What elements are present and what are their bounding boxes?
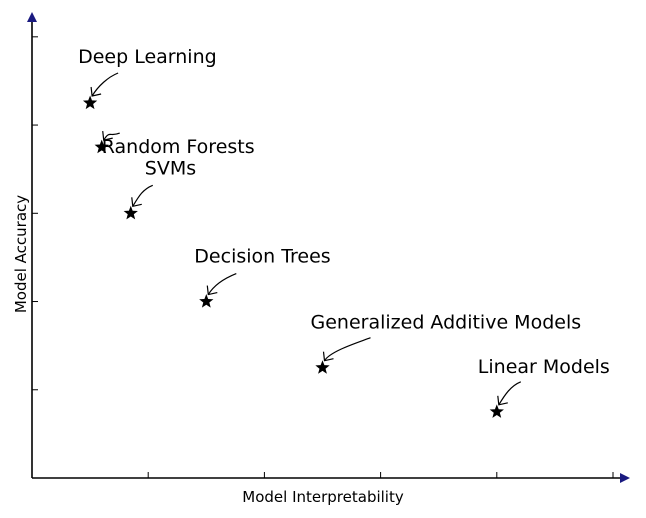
arrow-random-forests bbox=[103, 132, 120, 141]
axes bbox=[27, 12, 630, 483]
arrowhead-generalized-additive-models bbox=[322, 351, 334, 362]
point-label-random-forests: Random Forests bbox=[102, 136, 255, 158]
arrowhead-decision-trees bbox=[206, 285, 218, 296]
y-axis-label: Model Accuracy bbox=[12, 195, 30, 313]
data-point-decision-trees bbox=[199, 294, 214, 308]
arrow-deep-learning bbox=[91, 72, 119, 97]
arrow-generalized-additive-models bbox=[323, 337, 371, 362]
point-label-deep-learning: Deep Learning bbox=[78, 46, 217, 68]
arrowhead-linear-models bbox=[497, 395, 508, 406]
point-label-linear-models: Linear Models bbox=[478, 356, 610, 378]
arrow-decision-trees bbox=[207, 272, 237, 295]
arrowhead-random-forests bbox=[102, 131, 113, 141]
point-label-generalized-additive-models: Generalized Additive Models bbox=[311, 312, 582, 334]
data-point-generalized-additive-models bbox=[315, 360, 330, 374]
data-point-svms bbox=[123, 205, 138, 220]
arrowhead-svms bbox=[131, 197, 142, 208]
point-label-svms: SVMs bbox=[145, 157, 196, 179]
y-axis-arrow-icon bbox=[27, 12, 37, 22]
x-axis-label: Model Interpretability bbox=[242, 488, 404, 506]
data-point-linear-models bbox=[489, 404, 504, 418]
arrowhead-deep-learning bbox=[90, 86, 102, 97]
data-points bbox=[82, 95, 504, 418]
arrow-linear-models bbox=[498, 381, 522, 406]
annotation-arrows bbox=[90, 72, 522, 406]
axis-ticks bbox=[32, 36, 614, 478]
data-point-random-forests bbox=[94, 139, 109, 154]
data-point-deep-learning bbox=[82, 95, 98, 110]
point-label-decision-trees: Decision Trees bbox=[194, 246, 330, 268]
arrow-svms bbox=[132, 184, 153, 207]
x-axis-arrow-icon bbox=[620, 473, 630, 483]
